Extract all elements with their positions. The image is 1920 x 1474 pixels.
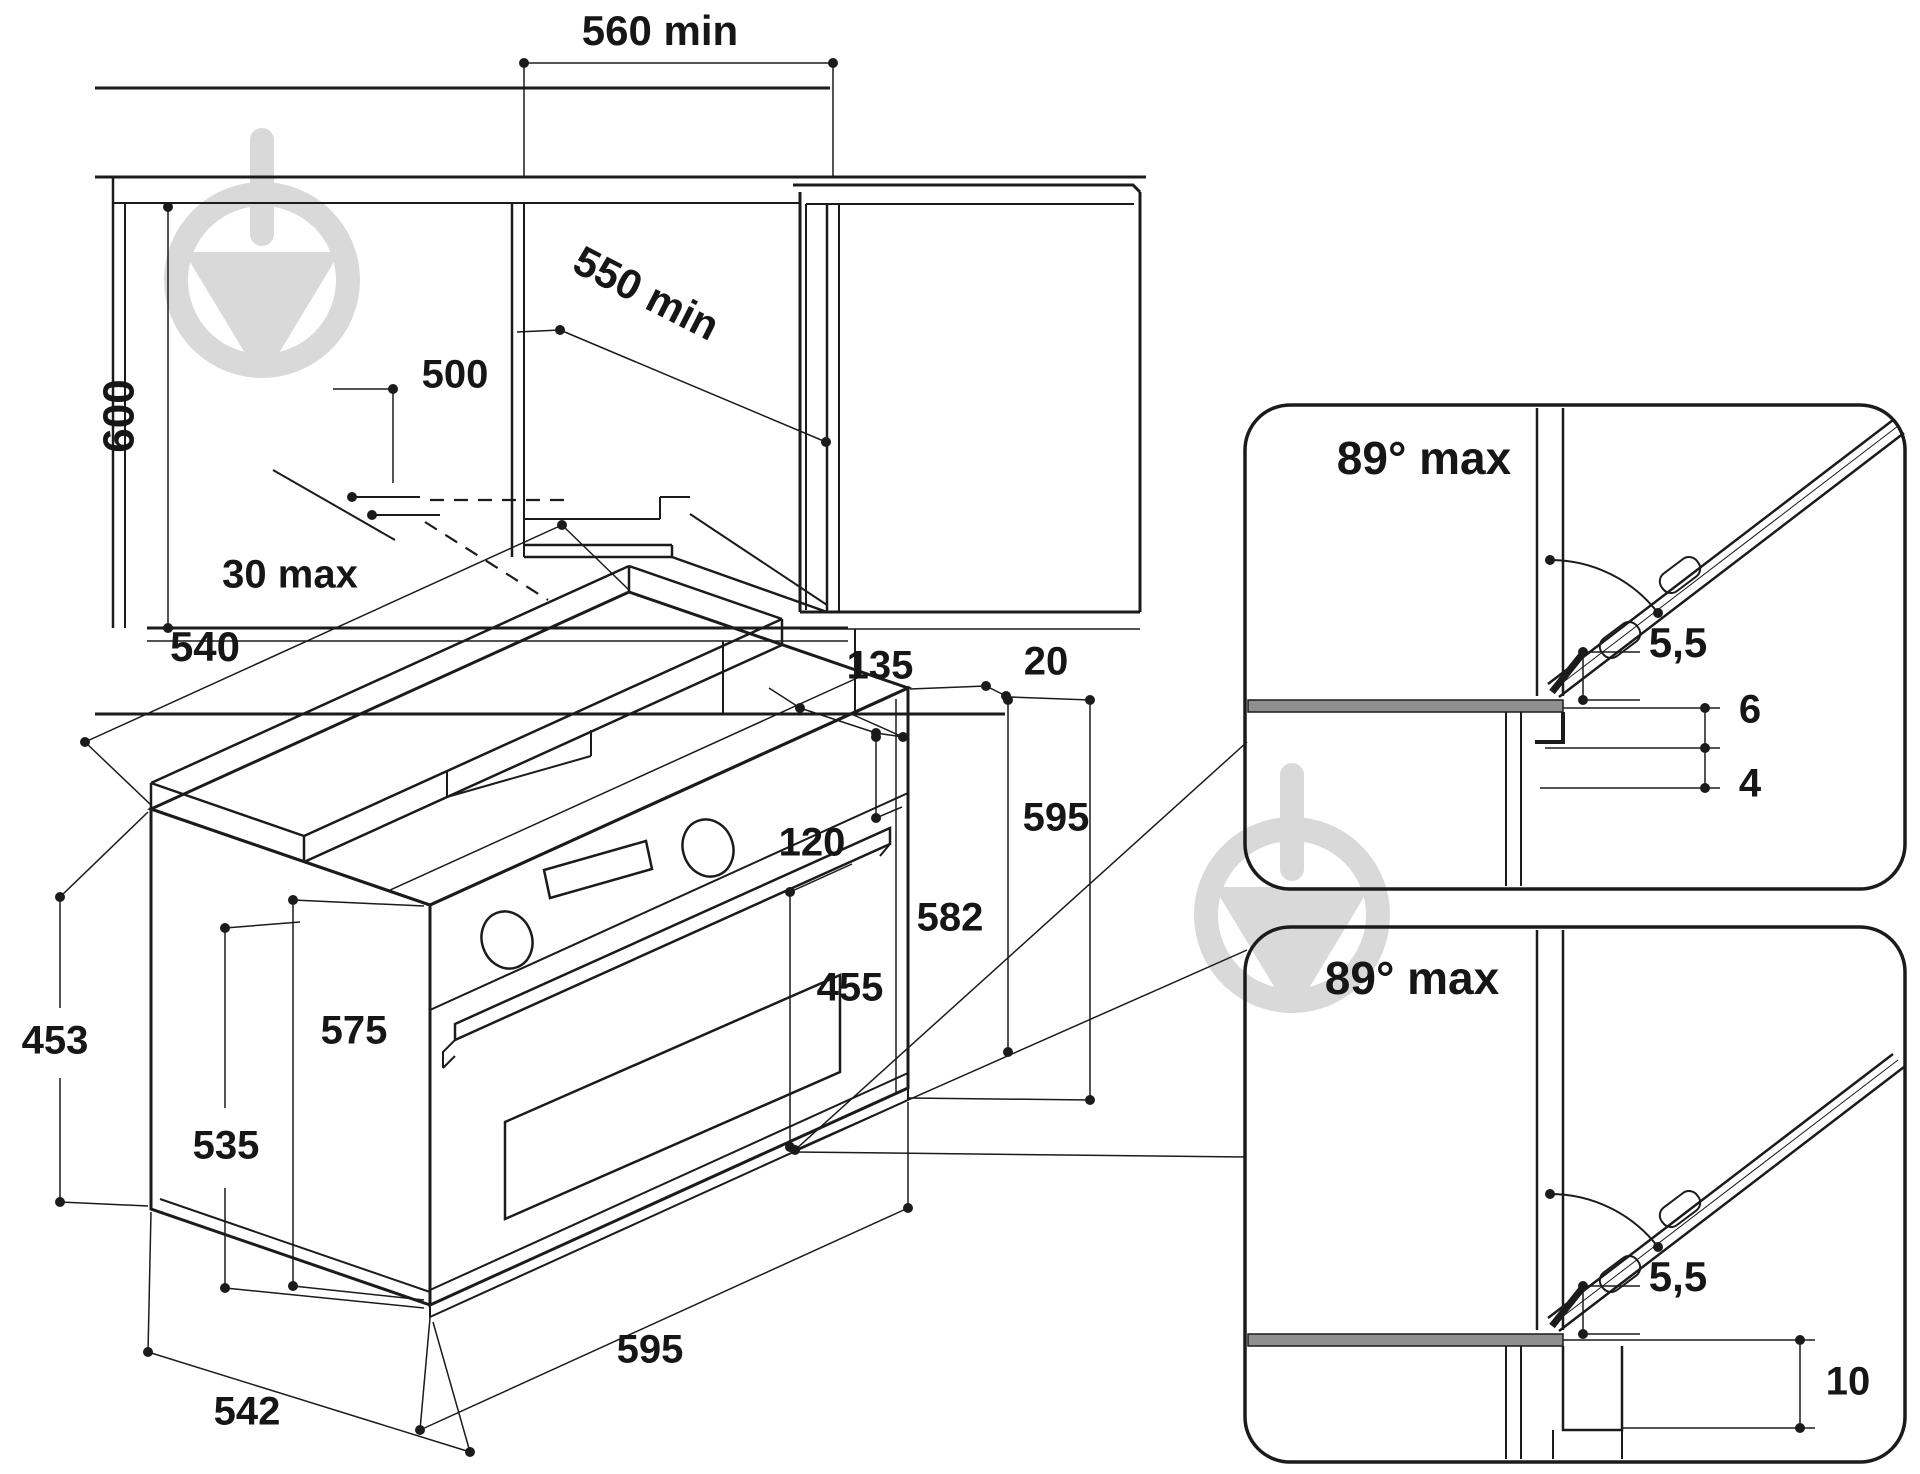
dim-label-side-height: 595 <box>1023 796 1090 840</box>
dim-label-height: 600 <box>95 379 144 452</box>
dim-label-rear-depth: 500 <box>422 353 489 397</box>
detail-bottom-angle-label: 89° max <box>1325 952 1500 1004</box>
dim-label-panel-height: 120 <box>779 821 846 865</box>
detail-top-step-upper-label: 6 <box>1739 688 1761 732</box>
dim-label-door-height: 582 <box>917 896 984 940</box>
oven-door-handle <box>453 826 892 1042</box>
dim-label-width-bottom: 595 <box>617 1328 684 1372</box>
detail-top-step-lower-label: 4 <box>1739 762 1762 806</box>
detail-bottom-step-label: 10 <box>1826 1360 1871 1404</box>
oven-display-window <box>542 839 654 900</box>
door-clearance-detail-bottom: 89° max 5,5 10 <box>1243 925 1907 1464</box>
dim-label-front-lip: 20 <box>1024 640 1069 684</box>
trowel-watermark-icon <box>164 128 360 378</box>
dim-label-handle-height: 455 <box>817 966 884 1010</box>
dim-label-left-height: 535 <box>193 1124 260 1168</box>
detail-top-angle-label: 89° max <box>1337 432 1512 484</box>
door-clearance-detail-top: 89° max 5,5 6 4 <box>1243 403 1907 891</box>
dim-label-body-height: 575 <box>321 1009 388 1053</box>
dim-label-left-depth: 453 <box>22 1019 89 1063</box>
detail-bottom-gap-label: 5,5 <box>1649 1253 1707 1300</box>
dim-label-width-min: 560 min <box>582 7 738 54</box>
trowel-watermark-icon <box>1194 763 1390 1013</box>
oven-door-window <box>503 973 842 1221</box>
dim-label-plinth-max: 30 max <box>222 553 358 597</box>
dim-label-top-rear-offset: 135 <box>847 644 914 688</box>
oven-isometric-view: 540 135 20 120 595 582 455 575 535 453 5… <box>22 520 1248 1457</box>
detail-top-gap-label: 5,5 <box>1649 619 1707 666</box>
dim-label-diagonal-depth: 550 min <box>566 237 727 350</box>
dim-label-bottom-depth: 542 <box>214 1390 281 1434</box>
dim-label-top-depth: 540 <box>170 623 240 670</box>
